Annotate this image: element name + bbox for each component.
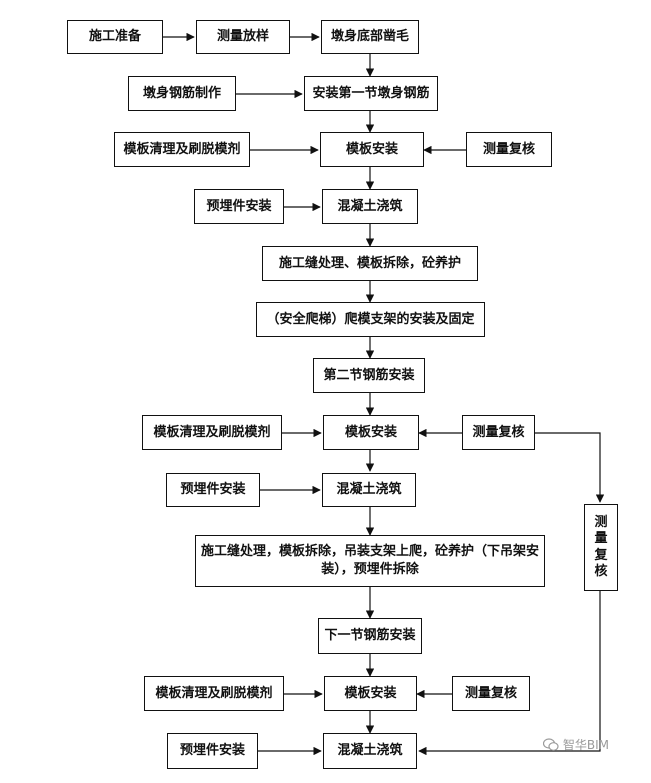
node-formwork-install-1: 模板安装 <box>320 132 424 167</box>
node-survey-check-1: 测量复核 <box>466 132 552 167</box>
node-formwork-cleaning-1: 模板清理及刷脱模剂 <box>114 132 250 167</box>
node-second-rebar-install: 第二节钢筋安装 <box>313 358 425 393</box>
node-joint-treatment-2: 施工缝处理，模板拆除，吊装支架上爬，砼养护（下吊架安装），预埋件拆除 <box>195 535 545 587</box>
node-formwork-install-3: 模板安装 <box>324 676 417 711</box>
node-concrete-pour-1: 混凝土浇筑 <box>322 189 418 224</box>
node-formwork-cleaning-3: 模板清理及刷脱模剂 <box>144 676 284 711</box>
node-survey-check-2: 测量复核 <box>462 415 535 450</box>
node-pier-base-roughening: 墩身底部凿毛 <box>321 20 419 54</box>
node-embedded-parts-2: 预埋件安装 <box>166 473 260 507</box>
node-formwork-install-2: 模板安装 <box>323 415 419 450</box>
loop-n16-n26 <box>535 432 605 503</box>
node-concrete-pour-2: 混凝土浇筑 <box>322 473 416 507</box>
node-embedded-parts-3: 预埋件安装 <box>167 733 258 769</box>
node-formwork-cleaning-2: 模板清理及刷脱模剂 <box>142 415 282 450</box>
node-embedded-parts-1: 预埋件安装 <box>194 189 284 224</box>
node-joint-treatment-1: 施工缝处理、模板拆除，砼养护 <box>262 246 478 281</box>
node-next-rebar-install: 下一节钢筋安装 <box>318 618 422 654</box>
node-survey-check-3: 测量复核 <box>452 676 530 711</box>
node-survey-layout: 测量放样 <box>196 20 290 54</box>
node-survey-check-vertical-label: 测量复核 <box>594 515 608 579</box>
watermark-text: 智华BIM <box>562 738 609 752</box>
node-construction-prep: 施工准备 <box>67 20 163 54</box>
node-pier-rebar-fabrication: 墩身钢筋制作 <box>128 76 236 111</box>
node-install-first-rebar: 安装第一节墩身钢筋 <box>304 76 438 111</box>
node-survey-check-vertical: 测量复核 <box>584 504 618 591</box>
node-climbing-frame-install: （安全爬梯）爬模支架的安装及固定 <box>256 302 485 337</box>
loop-n26-n25 <box>418 591 601 756</box>
watermark: 智华BIM <box>542 736 609 753</box>
node-concrete-pour-3: 混凝土浇筑 <box>323 733 417 769</box>
wechat-icon <box>542 737 559 751</box>
